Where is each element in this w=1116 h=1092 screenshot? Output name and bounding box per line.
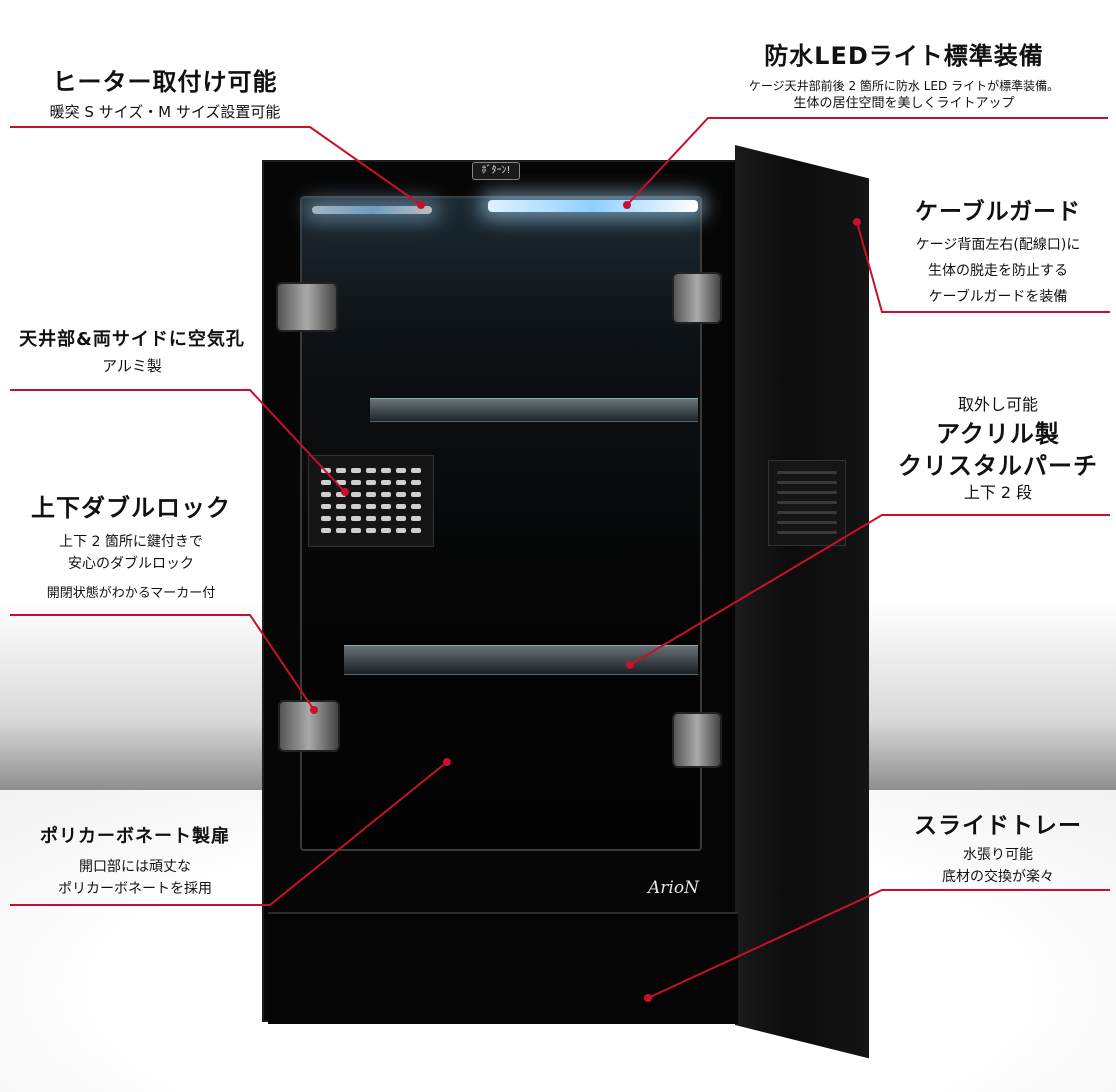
lower-hinge — [672, 712, 722, 768]
feature-vents-desc: アルミ製 — [102, 357, 162, 375]
callout-line-led — [626, 117, 1108, 206]
side-vent — [768, 460, 846, 546]
feature-led-desc-1: ケージ天井部前後 2 箇所に防水 LED ライトが標準装備。 — [748, 79, 1060, 93]
brand-badge: ﾎﾞﾀｰﾝ! — [472, 162, 520, 180]
feature-cable-guard-title: ケーブルガード — [915, 199, 1081, 225]
feature-led: 防水LEDライト標準装備 ケージ天井部前後 2 箇所に防水 LED ライトが標準… — [695, 36, 1113, 113]
feature-led-desc-2: 生体の居住空間を美しくライトアップ — [793, 96, 1015, 111]
feature-double-lock-desc-1: 上下 2 箇所に鍵付きで — [59, 534, 203, 550]
brand-logo: ArioN — [648, 878, 699, 898]
rear-vent — [308, 455, 434, 547]
feature-heater-desc: 暖突 S サイズ・M サイズ設置可能 — [49, 103, 281, 121]
callout-dot-shelf — [626, 661, 634, 669]
feature-tray-title: スライドトレー — [914, 813, 1082, 839]
callout-line-door — [10, 761, 448, 906]
feature-cable-guard-desc-3: ケーブルガードを装備 — [928, 289, 1068, 305]
feature-door-desc-1: 開口部には頑丈な — [79, 859, 191, 875]
feature-double-lock-title: 上下ダブルロック — [31, 494, 231, 522]
callout-dot-heater — [417, 201, 425, 209]
feature-shelf-pre: 取外し可能 — [957, 395, 1038, 414]
feature-heater: ヒーター取付け可能 暖突 S サイズ・M サイズ設置可能 — [10, 62, 320, 123]
feature-shelf-title-1: アクリル製 — [936, 420, 1060, 448]
feature-double-lock-desc-3: 開閉状態がわかるマーカー付 — [46, 586, 216, 601]
feature-cable-guard-desc-2: 生体の脱走を防止する — [928, 263, 1068, 279]
callout-line-shelf — [629, 514, 1110, 666]
feature-heater-title: ヒーター取付け可能 — [52, 68, 278, 96]
callout-line-cable-guard — [856, 221, 1110, 313]
upper-lock — [276, 282, 338, 332]
feature-door: ポリカーボネート製扉 開口部には頑丈な ポリカーボネートを採用 — [10, 822, 260, 900]
feature-shelf: 取外し可能 アクリル製 クリスタルパーチ 上下 2 段 — [880, 394, 1116, 504]
feature-vents-title: 天井部&両サイドに空気孔 — [19, 329, 245, 350]
led-light-front — [488, 200, 698, 212]
callout-dot-cable-guard — [853, 218, 861, 226]
feature-door-title: ポリカーボネート製扉 — [40, 826, 230, 847]
feature-tray-desc-1: 水張り可能 — [963, 847, 1033, 863]
callout-dot-tray — [644, 994, 652, 1002]
callout-dot-door — [443, 758, 451, 766]
feature-vents: 天井部&両サイドに空気孔 アルミ製 — [4, 325, 260, 377]
callout-line-tray — [647, 889, 1110, 999]
feature-tray-desc-2: 底材の交換が楽々 — [942, 869, 1054, 885]
feature-tray: スライドトレー 水張り可能 底材の交換が楽々 — [880, 806, 1116, 888]
callout-line-lock — [10, 614, 315, 711]
upper-hinge — [672, 272, 722, 324]
callout-dot-vents — [341, 488, 349, 496]
acrylic-perch-upper — [370, 398, 698, 422]
feature-shelf-desc: 上下 2 段 — [963, 483, 1033, 502]
callout-line-heater — [10, 126, 422, 206]
feature-shelf-title-2: クリスタルパーチ — [898, 452, 1098, 480]
feature-double-lock: 上下ダブルロック 上下 2 箇所に鍵付きで 安心のダブルロック 開閉状態がわかる… — [6, 488, 256, 605]
callout-dot-led — [623, 201, 631, 209]
feature-double-lock-desc-2: 安心のダブルロック — [68, 556, 194, 572]
led-light-rear — [312, 206, 432, 214]
feature-door-desc-2: ポリカーボネートを採用 — [58, 881, 212, 897]
feature-cable-guard: ケーブルガード ケージ背面左右(配線口)に 生体の脱走を防止する ケーブルガード… — [880, 192, 1116, 310]
feature-cable-guard-desc-1: ケージ背面左右(配線口)に — [915, 237, 1081, 253]
feature-led-title: 防水LEDライト標準装備 — [764, 42, 1044, 70]
callout-dot-lock — [310, 706, 318, 714]
slide-tray — [268, 912, 738, 1024]
callout-line-vents — [10, 389, 346, 493]
